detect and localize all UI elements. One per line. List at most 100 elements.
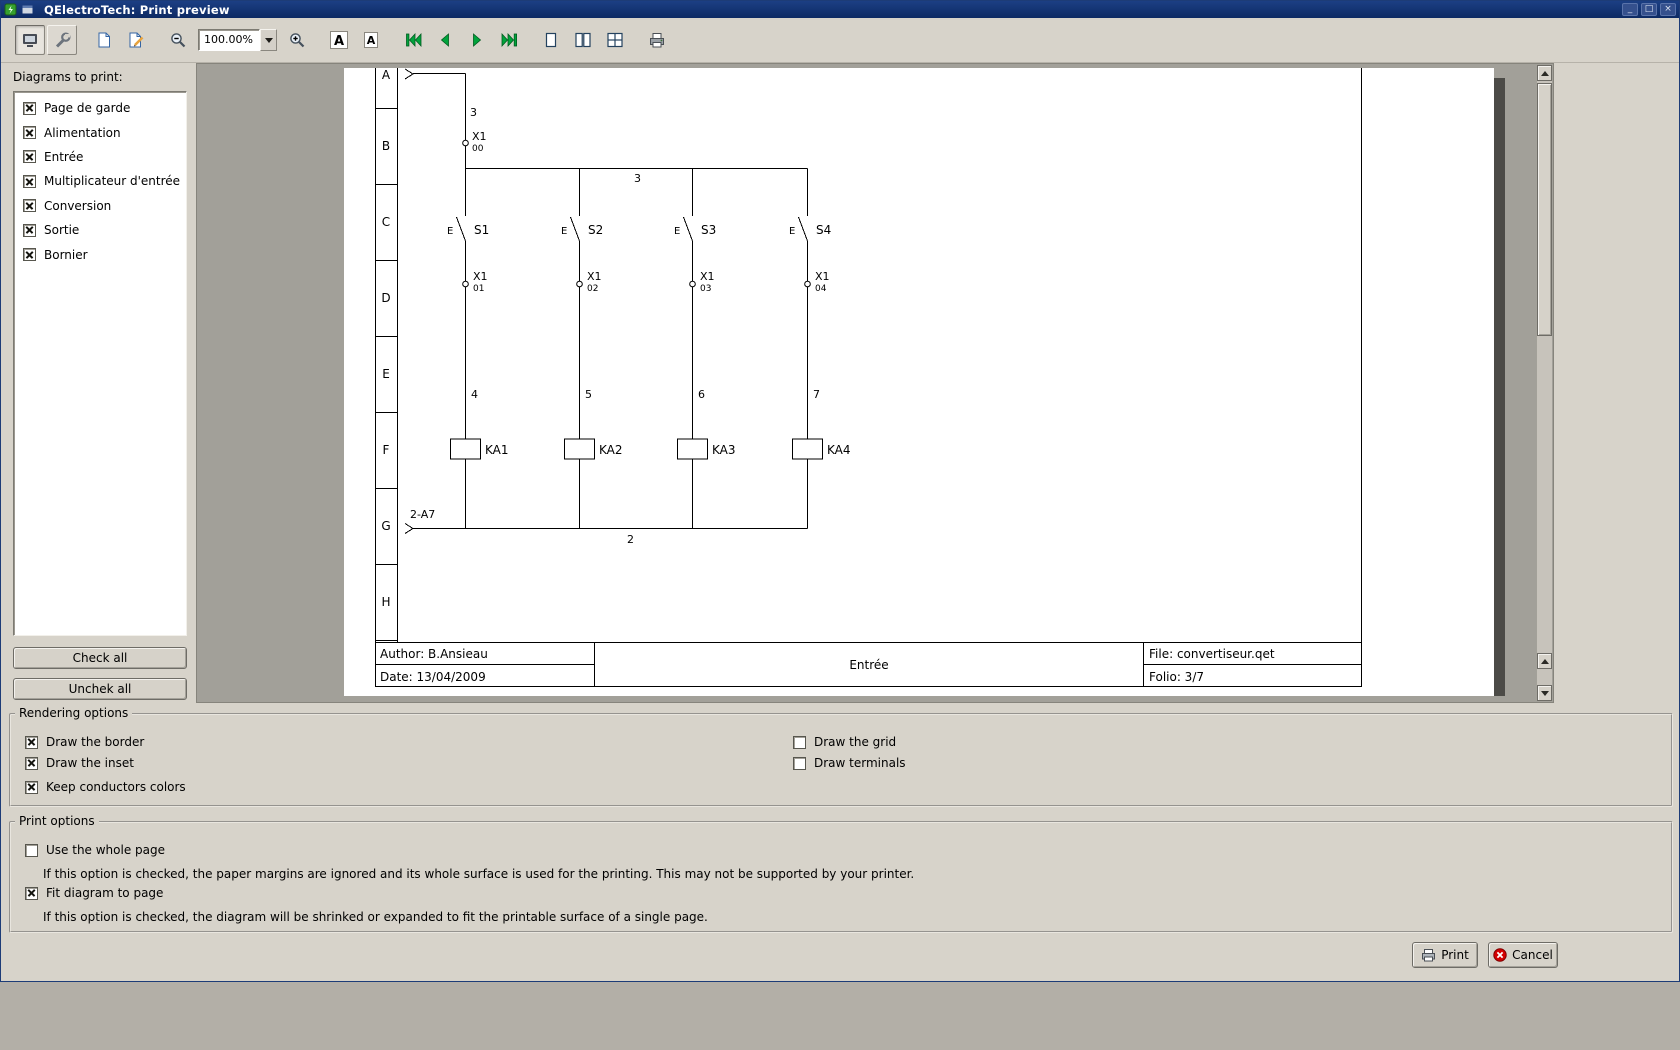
titleblock-title: Entrée [849,658,888,672]
zoom-out-button[interactable] [163,25,193,55]
diagram-checkbox[interactable] [23,224,36,237]
print-toolbar-button[interactable] [642,25,672,55]
diagram-list-item[interactable]: Alimentation [14,120,186,144]
page-edit-button[interactable] [121,25,151,55]
fit-width-button[interactable]: A [324,25,354,55]
printer-icon [1421,948,1436,962]
scroll-up-button[interactable] [1537,65,1552,81]
diagram-list-item[interactable]: Bornier [14,242,186,266]
chevron-down-icon [265,38,273,43]
diagram-label: Entrée [44,150,83,164]
print-options-group: Print options Use the whole page If this… [9,821,1673,933]
monitor-icon [21,31,39,49]
draw-inset-checkbox[interactable] [25,757,38,770]
switch-prefix: E [789,226,795,237]
row-label: G [381,519,390,533]
single-page-view-button[interactable] [536,25,566,55]
diagram-list-item[interactable]: Sortie [14,218,186,242]
diagram-checkbox[interactable] [23,150,36,163]
option-fit-diagram[interactable]: Fit diagram to page [25,886,163,900]
page-shadow [1494,78,1505,696]
option-draw-grid[interactable]: Draw the grid [793,735,896,749]
scroll-down-button[interactable] [1537,685,1552,701]
scrollbar-thumb[interactable] [1537,83,1552,336]
zoom-in-icon [288,31,306,49]
diagram-list-item[interactable]: Conversion [14,194,186,218]
titlebar[interactable]: QElectroTech: Print preview _ □ × [1,1,1679,18]
desktop-background [0,982,1680,1050]
diagram-list-item[interactable]: Entrée [14,145,186,169]
diagram-checkbox[interactable] [23,175,36,188]
diagram-list-item[interactable]: Multiplicateur d'entrée [14,169,186,193]
page-edit-icon [127,31,145,49]
switch-prefix: E [447,226,453,237]
terminal-pin: 01 [473,284,484,294]
option-draw-terminals[interactable]: Draw terminals [793,756,906,770]
switch-label: S4 [816,223,831,237]
switch-prefix: E [674,226,680,237]
zoom-dropdown-button[interactable] [260,29,277,51]
diagram-checkbox[interactable] [23,102,36,115]
draw-border-checkbox[interactable] [25,736,38,749]
option-label: Keep conductors colors [46,780,186,794]
terminal-name: X1 [700,270,715,283]
option-label: Fit diagram to page [46,886,163,900]
cancel-icon [1493,948,1507,962]
diagrams-list[interactable]: Page de garde Alimentation Entrée Multip… [13,91,187,636]
draw-grid-checkbox[interactable] [793,736,806,749]
last-page-button[interactable] [494,25,524,55]
next-page-button[interactable] [462,25,492,55]
check-all-button[interactable]: Check all [13,647,187,669]
diagram-checkbox[interactable] [23,199,36,212]
keep-conductors-colors-checkbox[interactable] [25,781,38,794]
fit-diagram-checkbox[interactable] [25,887,38,900]
scroll-up-button[interactable] [1537,653,1552,669]
zoom-combobox[interactable]: 100.00% [198,29,277,51]
switch-label: S2 [588,223,603,237]
previous-page-button[interactable] [430,25,460,55]
terminal-pin: 04 [815,284,827,294]
facing-pages-view-button[interactable] [568,25,598,55]
page-setup-button[interactable] [89,25,119,55]
first-page-button[interactable] [398,25,428,55]
cancel-button[interactable]: Cancel [1488,942,1558,968]
fit-page-button[interactable]: A [356,25,386,55]
print-button[interactable]: Print [1412,942,1478,968]
option-draw-inset[interactable]: Draw the inset [25,756,134,770]
option-label: Draw terminals [814,756,906,770]
option-keep-colors[interactable]: Keep conductors colors [25,780,186,794]
uncheck-all-button[interactable]: Unchek all [13,678,187,700]
row-label: B [382,139,390,153]
preview-area[interactable]: A B C D E F G H 3 X1 00 3 2 2-A7 E S1 X1… [196,63,1554,703]
wire-number: 3 [470,106,477,119]
svg-text:A: A [367,34,376,47]
maximize-button[interactable]: □ [1641,3,1657,16]
use-whole-page-checkbox[interactable] [25,844,38,857]
facing-pages-view-icon [574,31,592,49]
close-button[interactable]: × [1660,3,1676,16]
diagram-list-item[interactable]: Page de garde [14,96,186,120]
preview-vscrollbar[interactable] [1536,65,1552,701]
option-label: Draw the inset [46,756,134,770]
draw-terminals-checkbox[interactable] [793,757,806,770]
diagram-label: Bornier [44,248,88,262]
print-parameters-button[interactable] [47,25,77,55]
minimize-button[interactable]: _ [1622,3,1638,16]
option-draw-border[interactable]: Draw the border [25,735,144,749]
diagram-label: Alimentation [44,126,121,140]
window-menu-icon[interactable] [21,3,34,16]
switch-prefix: E [561,226,567,237]
preview-mode-button[interactable] [15,25,45,55]
option-whole-page[interactable]: Use the whole page [25,843,165,857]
coil-label: KA2 [599,443,623,457]
diagram-checkbox[interactable] [23,126,36,139]
print-preview-window: QElectroTech: Print preview _ □ × 100.00… [0,0,1680,982]
overview-button[interactable] [600,25,630,55]
diagram-label: Sortie [44,223,79,237]
diagram-label: Conversion [44,199,111,213]
bus-wire-number: 3 [634,172,641,185]
zoom-in-button[interactable] [282,25,312,55]
arrow-down-icon [1541,691,1549,696]
diagram-checkbox[interactable] [23,248,36,261]
zoom-value[interactable]: 100.00% [198,29,260,51]
